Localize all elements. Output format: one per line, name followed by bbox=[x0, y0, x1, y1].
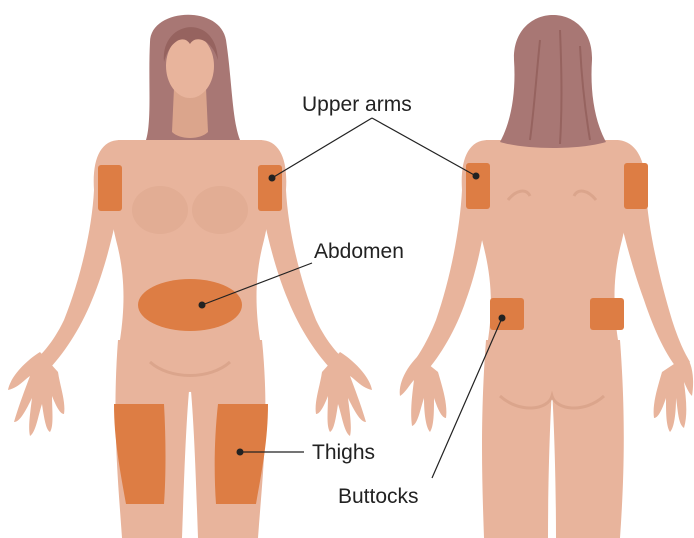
leader-upper-arms-back bbox=[372, 118, 476, 176]
front-hand-left bbox=[8, 352, 64, 436]
dot-upper-arm-back bbox=[473, 173, 480, 180]
label-upper-arms: Upper arms bbox=[302, 93, 412, 116]
back-site-upper-arm-left bbox=[466, 163, 490, 209]
back-torso bbox=[476, 140, 628, 398]
label-buttocks: Buttocks bbox=[338, 485, 419, 508]
front-site-upper-arm-right bbox=[258, 165, 282, 211]
front-hand-right bbox=[316, 352, 372, 436]
back-hand-left bbox=[400, 356, 447, 432]
back-site-buttock-left bbox=[490, 298, 524, 330]
callout-labels: Upper arms Abdomen Thighs Buttocks bbox=[302, 93, 419, 508]
front-chest-right bbox=[192, 186, 248, 234]
leader-upper-arms-front bbox=[272, 118, 372, 178]
back-body bbox=[400, 15, 693, 538]
label-abdomen: Abdomen bbox=[314, 240, 404, 263]
front-chest-left bbox=[132, 186, 188, 234]
dot-thighs bbox=[237, 449, 244, 456]
dot-upper-arm-front bbox=[269, 175, 276, 182]
dot-abdomen bbox=[199, 302, 206, 309]
back-site-upper-arm-right bbox=[624, 163, 648, 209]
back-site-buttock-right bbox=[590, 298, 624, 330]
back-hair bbox=[500, 15, 606, 148]
front-site-upper-arm-left bbox=[98, 165, 122, 211]
label-thighs: Thighs bbox=[312, 441, 375, 464]
front-torso bbox=[110, 140, 270, 392]
dot-buttocks bbox=[499, 315, 506, 322]
back-hand-right bbox=[654, 356, 694, 432]
front-site-abdomen bbox=[138, 279, 242, 331]
